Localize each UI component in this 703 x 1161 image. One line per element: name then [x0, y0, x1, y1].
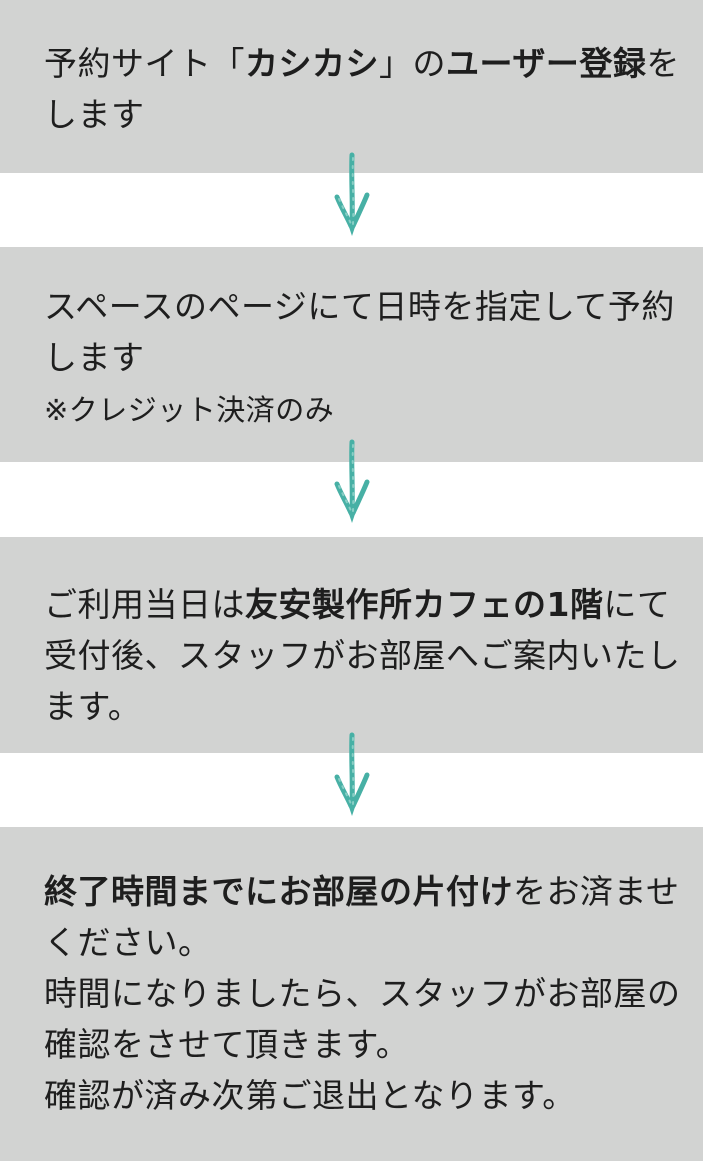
step-text: スペースのページにて日時を指定して予約 — [44, 287, 675, 326]
step-text-line: 確認をさせて頂きます。 — [44, 1019, 665, 1070]
step-text-line: 確認が済み次第ご退出となります。 — [44, 1070, 665, 1121]
step-text-line: します — [44, 332, 665, 383]
down-arrow-icon — [334, 439, 370, 523]
step-text-line: 時間になりましたら、スタッフがお部屋の — [44, 968, 680, 1019]
step-text-line: 終了時間までにお部屋の片付けをお済ませ — [44, 866, 679, 917]
step-text: 確認が済み次第ご退出となります。 — [44, 1076, 576, 1115]
step-text: 受付後、スタッフがお部屋へご案内いたし — [44, 636, 681, 675]
step-text: ご利用当日は — [44, 585, 245, 624]
step-text-line: ※クレジット決済のみ — [44, 383, 665, 436]
step-text-line: ご利用当日は友安製作所カフェの1階にて — [44, 579, 670, 630]
step-text-line: ください。 — [44, 917, 665, 968]
step-box-reception: ご利用当日は友安製作所カフェの1階にて受付後、スタッフがお部屋へご案内いたします… — [0, 537, 703, 753]
step-text-emphasis: 終了時間までにお部屋の片付け — [44, 872, 513, 911]
step-text-line: スペースのページにて日時を指定して予約 — [44, 281, 674, 332]
step-text: ます。 — [44, 687, 142, 726]
step-text: にて — [603, 585, 671, 624]
step-text: をお済ませ — [513, 872, 680, 911]
step-text: 時間になりましたら、スタッフがお部屋の — [44, 974, 681, 1013]
step-text-emphasis: 友安製作所カフェの1階 — [245, 585, 604, 624]
step-text-emphasis: ユーザー登録 — [446, 44, 647, 83]
step-text: ください。 — [44, 923, 212, 962]
down-arrow-icon — [334, 152, 370, 236]
step-text-line: ます。 — [44, 681, 665, 732]
step-text: 」の — [379, 44, 446, 83]
step-text-line: します — [44, 89, 665, 140]
step-text-line: 受付後、スタッフがお部屋へご案内いたし — [44, 630, 680, 681]
step-text-line: 予約サイト「カシカシ」のユーザー登録を — [44, 38, 679, 89]
step-text: 確認をさせて頂きます。 — [44, 1025, 410, 1064]
step-box-user-registration: 予約サイト「カシカシ」のユーザー登録をします — [0, 0, 703, 173]
step-text: 予約サイト「 — [44, 44, 245, 83]
step-text: します — [44, 95, 145, 134]
step-text-emphasis: カシカシ — [245, 44, 379, 83]
down-arrow-icon — [334, 732, 370, 816]
step-text: ※クレジット決済のみ — [44, 393, 335, 427]
step-text: します — [44, 338, 145, 377]
step-text: を — [646, 44, 680, 83]
step-box-checkout: 終了時間までにお部屋の片付けをお済ませください。時間になりましたら、スタッフがお… — [0, 827, 703, 1161]
step-box-reserve-datetime: スペースのページにて日時を指定して予約します ※クレジット決済のみ — [0, 247, 703, 462]
